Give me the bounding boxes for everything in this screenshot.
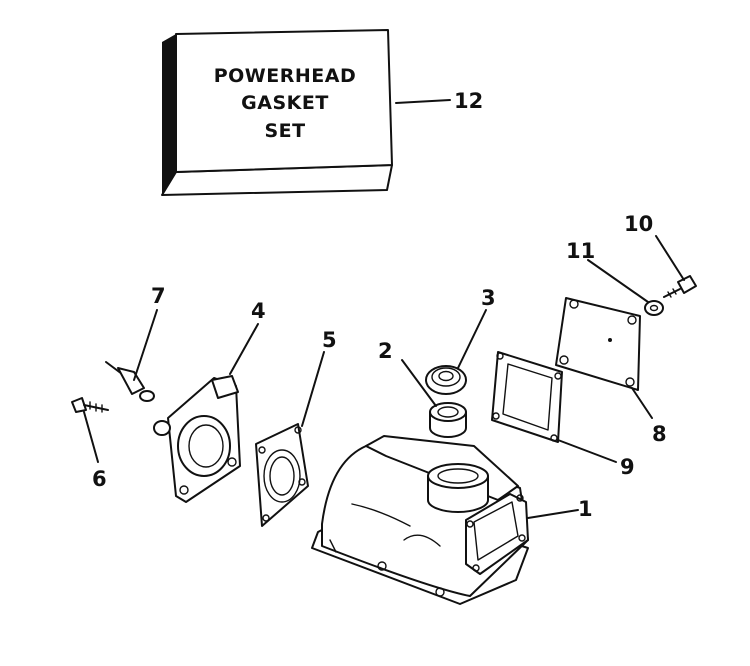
needle-bearing-part-2 — [429, 402, 467, 438]
callout-1: 1 — [578, 497, 593, 521]
washer-part-11 — [644, 300, 664, 316]
leader-6 — [83, 411, 99, 463]
leader-10 — [655, 235, 685, 281]
callout-4: 4 — [251, 299, 266, 323]
bolt-part-10 — [663, 275, 697, 298]
leader-11 — [587, 259, 649, 303]
leader-8 — [631, 387, 653, 419]
callout-11: 11 — [566, 239, 595, 263]
box-line-2: GASKET — [241, 92, 329, 114]
callout-6: 6 — [92, 467, 107, 491]
callout-5: 5 — [322, 328, 337, 352]
leader-1 — [527, 509, 579, 519]
gasket-part-9 — [491, 351, 563, 443]
callout-10: 10 — [624, 212, 653, 236]
callout-9: 9 — [620, 455, 635, 479]
leader-7 — [133, 309, 158, 381]
callout-3: 3 — [481, 286, 496, 310]
leader-9 — [557, 439, 617, 463]
leader-3 — [457, 309, 487, 369]
leader-5 — [301, 351, 325, 427]
bearing-part-3 — [425, 365, 467, 395]
callout-7: 7 — [151, 284, 166, 308]
box-line-1: POWERHEAD — [214, 65, 357, 87]
callout-12: 12 — [454, 89, 483, 113]
leader-12 — [395, 99, 451, 104]
gearcase-housing-part-1 — [311, 435, 529, 605]
gasket-set-box: POWERHEAD GASKET SET — [161, 29, 393, 196]
screw-part-6 — [71, 397, 109, 413]
bearing-housing-part-4 — [153, 375, 241, 503]
leader-2 — [401, 359, 437, 407]
flange-gasket-part-5 — [255, 423, 309, 527]
fitting-part-7 — [105, 361, 155, 402]
cover-plate-part-8 — [555, 297, 641, 391]
callout-2: 2 — [378, 339, 393, 363]
box-line-3: SET — [264, 120, 305, 142]
callout-8: 8 — [652, 422, 667, 446]
leader-4 — [229, 323, 259, 375]
